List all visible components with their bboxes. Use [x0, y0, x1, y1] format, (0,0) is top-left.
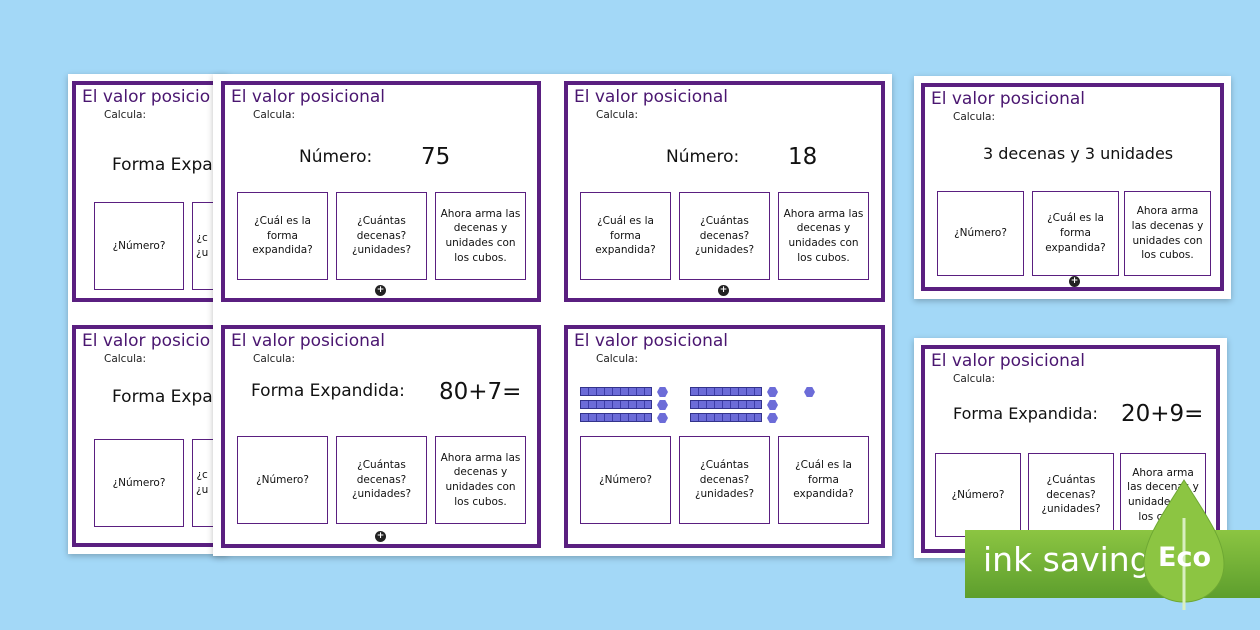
unit-cube — [657, 413, 668, 423]
card-title: El valor posicional — [931, 351, 1086, 371]
base-ten-blocks — [580, 387, 820, 435]
card-number: 80+7= — [439, 379, 522, 405]
front-sheet: El valor posicional Calcula: Número: 75 … — [213, 74, 892, 556]
card-title: El valor posicional — [231, 87, 386, 107]
card-number: 75 — [421, 144, 451, 170]
answer-box-expanded: ¿Cuál es la forma expandida? — [580, 192, 671, 280]
card-numero-75: El valor posicional Calcula: Número: 75 … — [221, 81, 541, 302]
card-cubes: El valor posicional Calcula: ¿Número? ¿C… — [564, 325, 885, 548]
answer-box-cubes: Ahora arma las decenas y unidades con lo… — [435, 192, 526, 280]
ten-rod — [580, 400, 652, 409]
answer-box-decenas: ¿Cuántas decenas? ¿unidades? — [679, 436, 770, 524]
plus-icon: + — [375, 531, 386, 542]
card-number: 20+9= — [1121, 401, 1204, 427]
ink-saving-label: ink saving — [983, 540, 1151, 579]
card-number: 18 — [788, 144, 818, 170]
eco-leaf-icon — [1143, 479, 1225, 610]
unit-cube — [767, 413, 778, 423]
ten-rod — [580, 387, 652, 396]
answer-box-decenas: ¿Cuántas decenas? ¿unidades? — [679, 192, 770, 280]
card-numero-18: El valor posicional Calcula: Número: 18 … — [564, 81, 885, 302]
card-title: El valor posicional — [931, 89, 1086, 109]
answer-box-decenas: ¿Cuántas decenas? ¿unidades? — [336, 192, 427, 280]
card-title: El valor posicio — [82, 87, 211, 107]
card-subtitle: Calcula: — [596, 353, 638, 365]
card-left-top: El valor posicio Calcula: Forma Expan ¿N… — [72, 81, 228, 302]
card-prompt: 3 decenas y 3 unidades — [983, 144, 1174, 163]
ten-rod — [580, 413, 652, 422]
ten-rod — [690, 387, 762, 396]
unit-cube — [804, 387, 815, 397]
ten-rod — [690, 400, 762, 409]
right-top-sheet: El valor posicional Calcula: 3 decenas y… — [914, 76, 1231, 299]
card-left-bottom: El valor posicio Calcula: Forma Expan ¿N… — [72, 325, 228, 547]
plus-icon: + — [718, 285, 729, 296]
plus-icon: + — [1069, 276, 1080, 287]
answer-box-number: ¿Número? — [94, 202, 184, 290]
answer-box-decenas: ¿Cuántas decenas? ¿unidades? — [1028, 453, 1114, 537]
card-forma-20-9: El valor posicional Calcula: Forma Expan… — [921, 345, 1220, 553]
answer-box-expanded: ¿Cuál es la forma expandida? — [1032, 191, 1119, 276]
answer-box-decenas: ¿Cuántas decenas? ¿unidades? — [336, 436, 427, 524]
answer-box-number: ¿Número? — [94, 439, 184, 527]
card-prompt: Número: — [299, 147, 373, 167]
card-subtitle: Calcula: — [104, 109, 146, 121]
answer-box-number: ¿Número? — [580, 436, 671, 524]
card-title: El valor posicio — [82, 331, 211, 351]
card-prompt: Número: — [666, 147, 740, 167]
card-forma-80-7: El valor posicional Calcula: Forma Expan… — [221, 325, 541, 548]
card-prompt: Forma Expandida: — [251, 381, 405, 401]
card-subtitle: Calcula: — [253, 353, 295, 365]
unit-cube — [657, 400, 668, 410]
card-title: El valor posicional — [231, 331, 386, 351]
unit-cube — [657, 387, 668, 397]
plus-icon: + — [375, 285, 386, 296]
unit-cube — [767, 387, 778, 397]
answer-box-expanded: ¿Cuál es la forma expandida? — [237, 192, 328, 280]
answer-box-cubes: Ahora arma las decenas y unidades con lo… — [435, 436, 526, 524]
card-subtitle: Calcula: — [953, 373, 995, 385]
answer-box-cubes: Ahora arma las decenas y unidades con lo… — [1124, 191, 1211, 276]
unit-cube — [767, 400, 778, 410]
answer-box-number: ¿Número? — [935, 453, 1021, 537]
card-prompt: Forma Expan — [112, 155, 224, 175]
card-title: El valor posicional — [574, 331, 729, 351]
eco-label: Eco — [1158, 542, 1211, 573]
card-3-decenas: El valor posicional Calcula: 3 decenas y… — [921, 83, 1224, 291]
card-prompt: Forma Expandida: — [953, 404, 1098, 423]
ten-rod — [690, 413, 762, 422]
answer-box-expanded: ¿Cuál es la forma expandida? — [778, 436, 869, 524]
card-title: El valor posicional — [574, 87, 729, 107]
answer-box-number: ¿Número? — [237, 436, 328, 524]
card-subtitle: Calcula: — [953, 111, 995, 123]
card-subtitle: Calcula: — [596, 109, 638, 121]
card-subtitle: Calcula: — [253, 109, 295, 121]
card-prompt: Forma Expan — [112, 387, 224, 407]
back-sheet: El valor posicio Calcula: Forma Expan ¿N… — [68, 74, 228, 554]
answer-box-number: ¿Número? — [937, 191, 1024, 276]
answer-box-cubes: Ahora arma las decenas y unidades con lo… — [778, 192, 869, 280]
card-subtitle: Calcula: — [104, 353, 146, 365]
